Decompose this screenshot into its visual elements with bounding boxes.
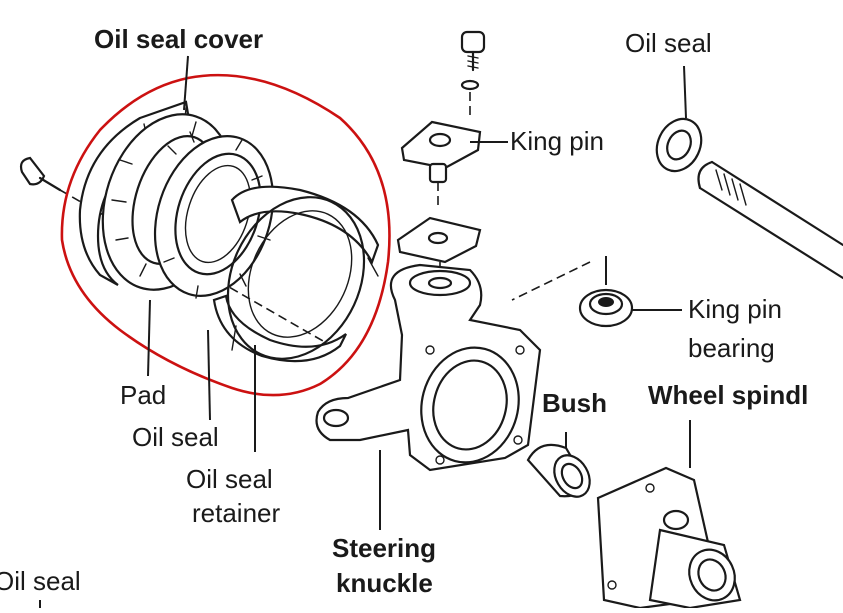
steering-knuckle <box>317 265 541 473</box>
oil-seal-ring-top <box>649 112 710 179</box>
label-pad: Pad <box>120 380 166 410</box>
king-pin-bearing <box>512 262 632 326</box>
label-oil-seal-bottom: Oil seal <box>0 566 81 596</box>
seal-stack <box>80 97 390 381</box>
label-king-pin-bearing-line2: bearing <box>688 333 775 363</box>
label-oil-seal-retainer-line1: Oil seal <box>186 464 273 494</box>
top-bolt <box>462 32 484 118</box>
king-pin <box>402 122 480 210</box>
wheel-spindle <box>598 468 743 608</box>
label-steering-knuckle-line2: knuckle <box>336 568 433 598</box>
label-oil-seal-mid: Oil seal <box>132 422 219 452</box>
label-oil-seal-retainer-line2: retainer <box>192 498 280 528</box>
label-oil-seal-cover: Oil seal cover <box>94 24 263 54</box>
label-bush: Bush <box>542 388 607 418</box>
label-oil-seal-top: Oil seal <box>625 28 712 58</box>
bush <box>528 445 597 503</box>
axle-shaft <box>699 162 843 278</box>
label-steering-knuckle-line1: Steering <box>332 533 436 563</box>
label-king-pin: King pin <box>510 126 604 156</box>
label-king-pin-bearing-line1: King pin <box>688 294 782 324</box>
label-wheel-spindle: Wheel spindl <box>648 380 808 410</box>
